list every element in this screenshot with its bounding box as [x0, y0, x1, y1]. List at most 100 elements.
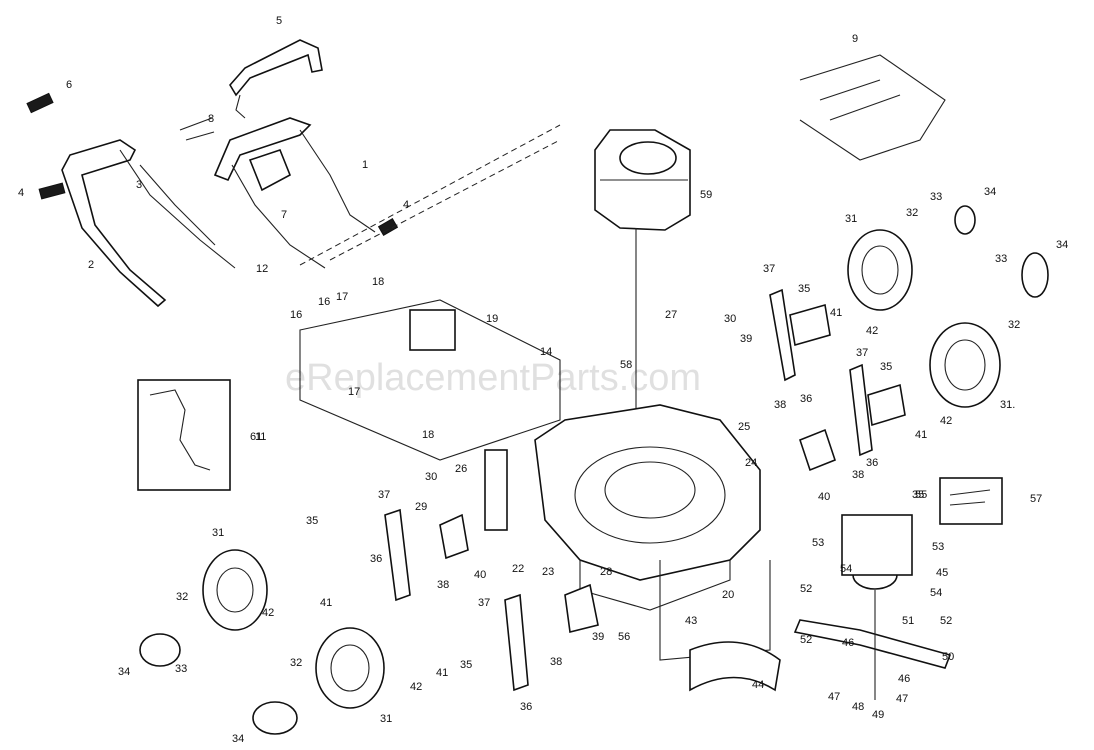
blade-assembly	[793, 514, 952, 700]
callout-39: 39	[740, 333, 752, 345]
callout-59: 59	[700, 189, 712, 201]
callout-8: 8	[208, 113, 214, 125]
callout-42: 42	[940, 415, 952, 427]
callout-41: 41	[320, 597, 332, 609]
callout-54: 54	[840, 563, 852, 575]
callout-35: 35	[306, 515, 318, 527]
callout-52: 52	[940, 615, 952, 627]
callout-38: 38	[437, 579, 449, 591]
callout-34: 34	[118, 666, 130, 678]
callout-37: 37	[763, 263, 775, 275]
callout-20: 20	[722, 589, 734, 601]
callout-34: 34	[1056, 239, 1068, 251]
callout-33: 33	[175, 663, 187, 675]
callout-42: 42	[410, 681, 422, 693]
callout-38: 38	[852, 469, 864, 481]
callout-39: 39	[592, 631, 604, 643]
callout-38: 38	[550, 656, 562, 668]
callout-17: 17	[336, 291, 348, 303]
hubcaps	[139, 205, 1049, 735]
callout-35: 35	[912, 489, 924, 501]
callout-33: 33	[930, 191, 942, 203]
callout-37: 37	[856, 347, 868, 359]
callout-31: 31	[380, 713, 392, 725]
callout-36: 36	[520, 701, 532, 713]
callout-2: 2	[88, 259, 94, 271]
callout-5: 5	[276, 15, 282, 27]
callout-18: 18	[422, 429, 434, 441]
upper-handle	[213, 117, 376, 269]
callout-61: 61	[250, 431, 262, 443]
callout-41: 41	[915, 429, 927, 441]
callout-41: 41	[830, 307, 842, 319]
callout-34: 34	[984, 186, 996, 198]
callout-24: 24	[745, 457, 757, 469]
callout-46: 46	[898, 673, 910, 685]
front-wheel-left	[202, 549, 385, 709]
callout-16: 16	[318, 296, 330, 308]
label-57-box	[939, 477, 1003, 525]
callouts: 1 2 3 4 4 5 6 7 8 9 11 12 14 16 16 17 17…	[18, 15, 1068, 745]
height-adjusters	[384, 288, 873, 692]
callout-36: 36	[866, 457, 878, 469]
callout-32: 32	[1008, 319, 1020, 331]
callout-11: 11	[255, 431, 266, 443]
callout-30: 30	[724, 313, 736, 325]
callout-35: 35	[798, 283, 810, 295]
control-bail	[229, 39, 323, 119]
callout-43: 43	[685, 615, 697, 627]
callout-40: 40	[474, 569, 486, 581]
callout-51: 51	[902, 615, 914, 627]
callout-18: 18	[372, 276, 384, 288]
callout-33: 33	[995, 253, 1007, 265]
callout-38: 38	[774, 399, 786, 411]
callout-31: 31.	[1000, 399, 1015, 411]
callout-44: 44	[752, 679, 764, 691]
callout-42: 42	[866, 325, 878, 337]
callout-9: 9	[852, 33, 858, 45]
handle-knob-left	[26, 92, 399, 237]
callout-4: 4	[403, 199, 409, 211]
callout-7: 7	[281, 209, 287, 221]
callout-34: 34	[232, 733, 244, 745]
callout-32: 32	[906, 207, 918, 219]
callout-36: 36	[800, 393, 812, 405]
callout-54: 54	[930, 587, 942, 599]
callout-35: 35	[460, 659, 472, 671]
callout-16: 16	[290, 309, 302, 321]
callout-52: 52	[800, 583, 812, 595]
callout-48: 48	[852, 701, 864, 713]
callout-31: 31	[845, 213, 857, 225]
callout-22: 22	[512, 563, 524, 575]
callout-55: 55	[915, 489, 927, 501]
wheel-brackets	[439, 303, 906, 633]
callout-53: 53	[812, 537, 824, 549]
mower-deck	[534, 404, 761, 611]
rear-wheel-top	[847, 229, 1001, 408]
callout-37: 37	[378, 489, 390, 501]
callout-1: 1	[362, 159, 368, 171]
callout-32: 32	[176, 591, 188, 603]
watermark: eReplacementParts.com	[285, 357, 701, 399]
callout-37: 37	[478, 597, 490, 609]
callout-3: 3	[136, 179, 142, 191]
callout-56: 56	[618, 631, 630, 643]
callout-35: 35	[880, 361, 892, 373]
callout-29: 29	[415, 501, 427, 513]
handle-bracket	[179, 117, 292, 192]
rear-baffle	[659, 560, 781, 692]
ignition-detail-box	[137, 379, 231, 491]
callout-27: 27	[665, 309, 677, 321]
callout-12: 12	[256, 263, 268, 275]
callout-19: 19	[486, 313, 498, 325]
callout-45: 45	[936, 567, 948, 579]
grass-bag-frame	[799, 54, 946, 161]
callout-36: 36	[370, 553, 382, 565]
callout-40: 40	[818, 491, 830, 503]
callout-46: 46	[842, 637, 854, 649]
callout-58: 58	[620, 359, 632, 371]
callout-49: 49	[872, 709, 884, 721]
callout-6: 6	[66, 79, 72, 91]
callout-30: 30	[425, 471, 437, 483]
callout-23: 23	[542, 566, 554, 578]
